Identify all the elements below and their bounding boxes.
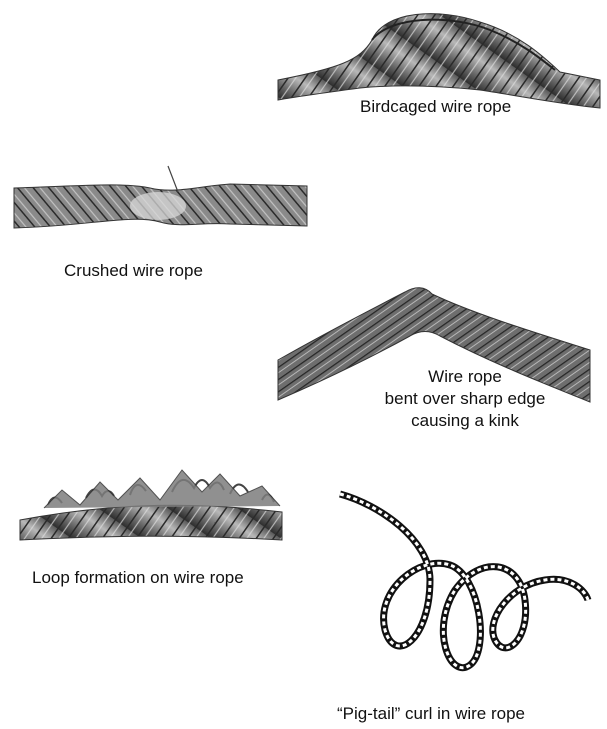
birdcaged-rope-illustration <box>278 14 600 108</box>
caption-kink-line3: causing a kink <box>380 410 550 432</box>
caption-kink: Wire rope bent over sharp edge causing a… <box>380 366 550 432</box>
caption-kink-line2: bent over sharp edge <box>380 388 550 410</box>
caption-pigtail: “Pig-tail” curl in wire rope <box>337 703 525 725</box>
caption-loop: Loop formation on wire rope <box>32 567 244 589</box>
caption-birdcaged: Birdcaged wire rope <box>360 96 511 118</box>
pigtail-curl-illustration <box>340 494 588 668</box>
crushed-rope-illustration <box>14 166 307 228</box>
caption-crushed: Crushed wire rope <box>64 260 203 282</box>
caption-kink-line1: Wire rope <box>380 366 550 388</box>
loop-formation-rope-illustration <box>20 470 282 540</box>
